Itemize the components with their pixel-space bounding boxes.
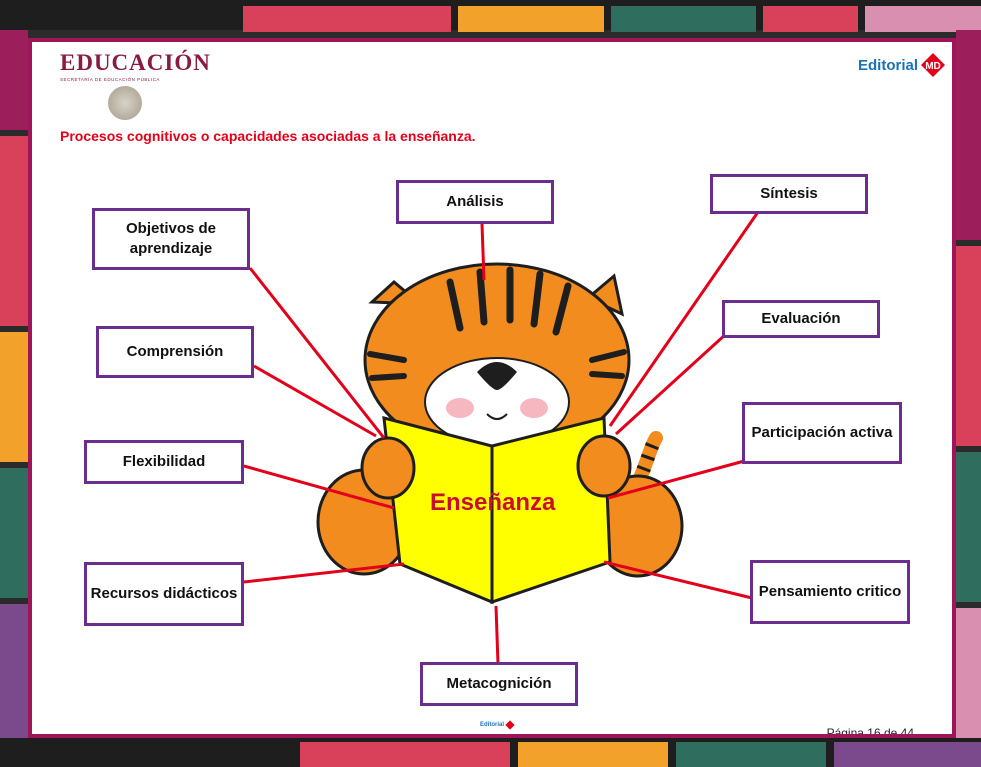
background-tile (0, 468, 28, 598)
concept-box-comprension: Comprensión (96, 326, 254, 378)
concept-box-evaluacion: Evaluación (722, 300, 880, 338)
tiger-left-blush (446, 398, 474, 418)
background-tile (956, 246, 981, 446)
sep-subtitle: SECRETARÍA DE EDUCACIÓN PÚBLICA (60, 77, 160, 82)
connector-pensamiento (603, 560, 753, 600)
background-tile (611, 6, 756, 32)
concept-map-illustration (243, 211, 760, 665)
tiger-head-stripes (446, 266, 572, 336)
editorial-md-logo: Editorial MD (858, 52, 946, 78)
background-tile (300, 742, 510, 767)
page-heading: Procesos cognitivos o capacidades asocia… (60, 128, 476, 144)
connector-comprension (253, 364, 377, 438)
national-seal-icon (108, 86, 142, 120)
connector-recursos (243, 562, 405, 584)
tiger-left-paw (360, 436, 416, 500)
connector-sintesis (608, 211, 760, 427)
sep-logo: EDUCACIÓN SECRETARÍA DE EDUCACIÓN PÚBLIC… (60, 50, 230, 82)
tiger-right-paw (576, 434, 632, 498)
connector-objetivos (248, 267, 386, 439)
background-tile (458, 6, 604, 32)
md-logo-icon: MD (920, 52, 946, 78)
background-tile (518, 742, 668, 767)
concept-box-objetivos: Objetivos de aprendizaje (92, 208, 250, 270)
center-label: Enseñanza (430, 489, 556, 516)
concept-box-pensamiento: Pensamiento critico (750, 560, 910, 624)
background-tile (676, 742, 826, 767)
background-tile (956, 452, 981, 602)
connector-lines (243, 211, 760, 665)
editorial-footer-logo: Editorial (480, 720, 515, 730)
concept-box-analisis: Análisis (396, 180, 554, 224)
connector-metacognicion (494, 605, 500, 665)
editorial-label: Editorial (857, 56, 918, 74)
concept-box-metacognicion: Metacognición (420, 662, 578, 706)
md-logo-small-icon (505, 720, 515, 730)
editorial-footer-label: Editorial (480, 722, 505, 728)
document-page: EDUCACIÓN SECRETARÍA DE EDUCACIÓN PÚBLIC… (28, 38, 956, 738)
page-number: Página 16 de 44 (826, 726, 914, 738)
connector-analisis (480, 223, 486, 281)
tiger-nose (477, 362, 517, 390)
tiger-right-blush (520, 398, 548, 418)
tiger-mouth (486, 413, 508, 420)
background-tile (763, 6, 858, 32)
background-tile (956, 30, 981, 240)
tiger-tail-stripes (614, 434, 663, 517)
connector-flexibilidad (243, 464, 395, 510)
concept-box-sintesis: Síntesis (710, 174, 868, 214)
sep-title: EDUCACIÓN (60, 50, 211, 75)
background-tile (0, 30, 28, 130)
connector-participacion (607, 458, 749, 500)
concept-box-flexibilidad: Flexibilidad (84, 440, 244, 484)
concept-box-participacion: Participación activa (742, 402, 902, 464)
concept-box-recursos: Recursos didácticos (84, 562, 244, 626)
background-tile (0, 136, 28, 326)
background-tile (865, 6, 981, 32)
background-tile (0, 332, 28, 462)
background-tile (243, 6, 451, 32)
connector-evaluacion (614, 332, 728, 436)
svg-text:MD: MD (925, 61, 941, 72)
background-tile (834, 742, 981, 767)
tiger-cheek-stripes (367, 349, 627, 381)
